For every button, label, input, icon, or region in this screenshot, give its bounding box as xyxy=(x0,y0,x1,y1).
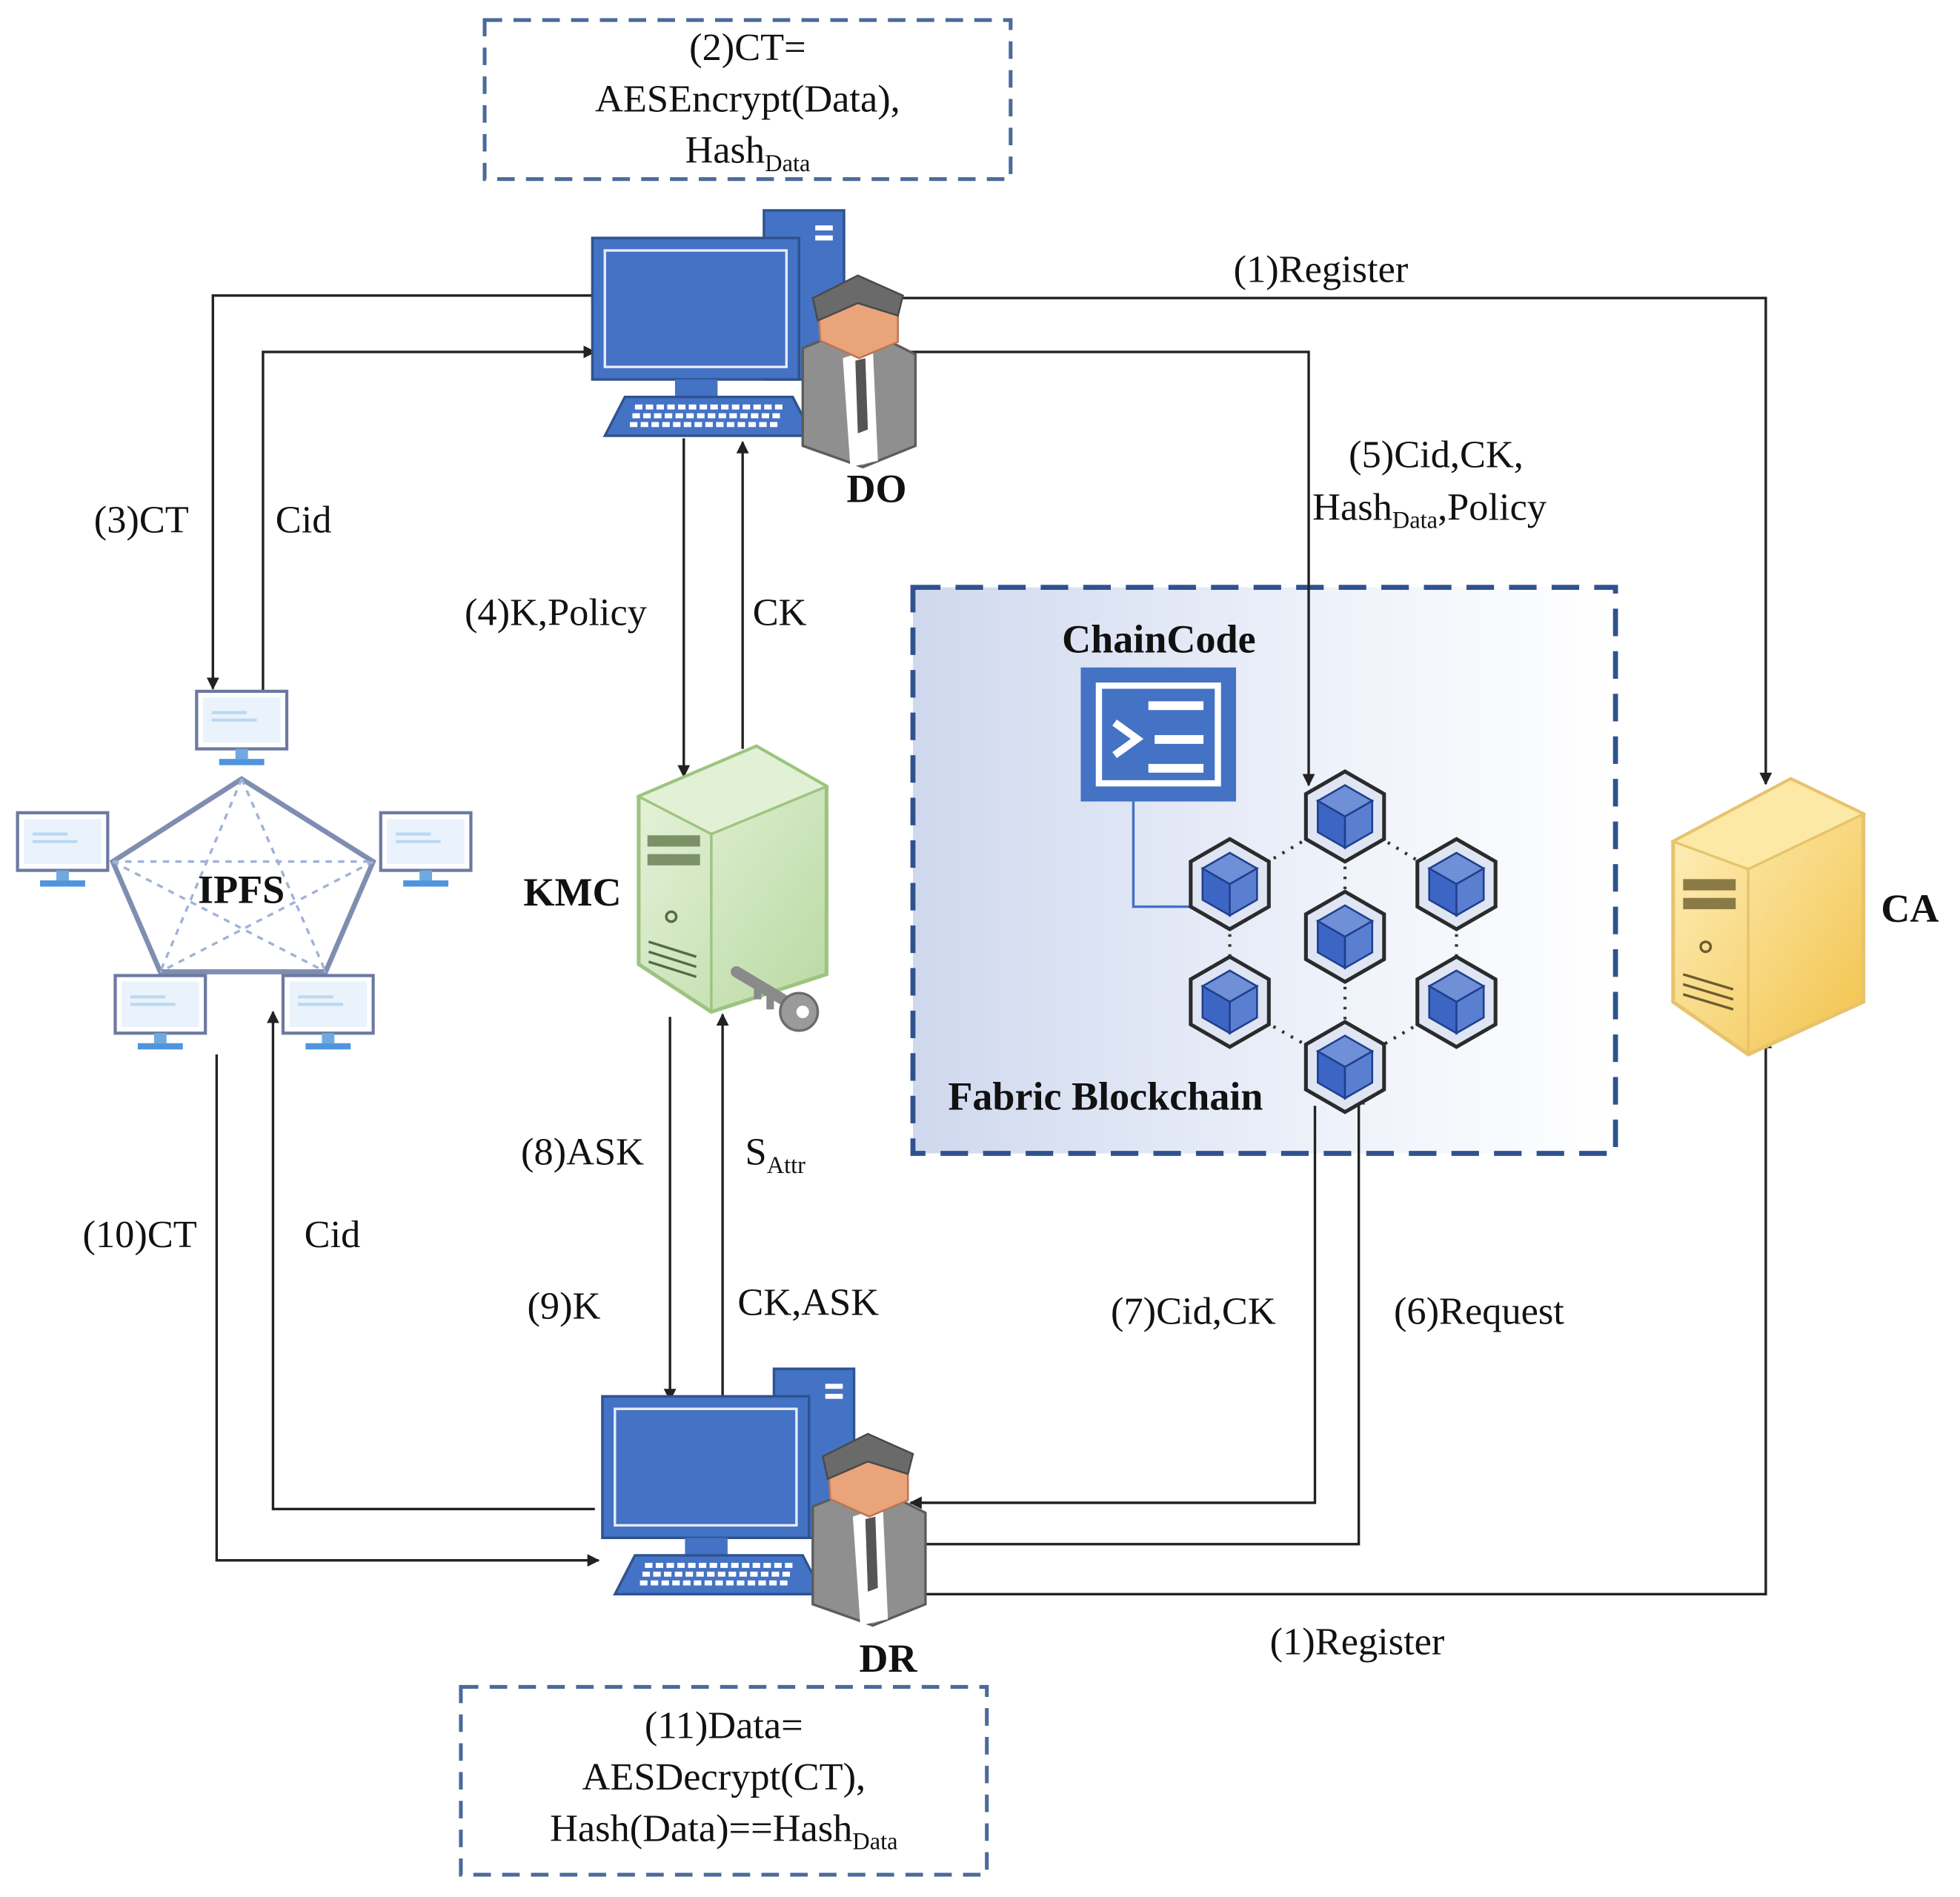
fabric-blockchain-label: Fabric Blockchain xyxy=(948,1073,1263,1119)
desktop-computer-icon xyxy=(591,209,917,469)
encrypt-step-line1: (2)CT= xyxy=(689,24,806,69)
encrypt-step-box xyxy=(482,18,1013,182)
encrypt-step-line2: AESEncrypt(Data), xyxy=(595,76,900,121)
blockchain-nodes xyxy=(1189,769,1498,1114)
step10-label: (10)CT xyxy=(82,1212,197,1257)
step4-label: (4)K,Policy xyxy=(464,589,647,634)
register-bottom-label: (1)Register xyxy=(1269,1619,1445,1664)
register-top-label: (1)Register xyxy=(1233,246,1409,291)
encrypt-step-text: (2)CT= AESEncrypt(Data), HashData xyxy=(485,22,1011,176)
arrow-blockchain-cid-ck-dr xyxy=(908,1106,1317,1509)
cid-top-label: Cid xyxy=(275,496,332,542)
server-tower-icon xyxy=(635,744,830,1014)
step3-ct-label: (3)CT xyxy=(93,496,189,542)
blockchain-cube-icon xyxy=(1415,954,1498,1049)
desktop-computer-icon xyxy=(601,1367,927,1627)
server-tower-icon xyxy=(1670,777,1867,1057)
arrow-do-register-ca xyxy=(892,296,1773,785)
encrypt-step-line3: HashData xyxy=(685,127,811,178)
ipfs-label: IPFS xyxy=(198,866,285,912)
blockchain-cube-icon xyxy=(1189,954,1271,1049)
blockchain-cube-icon xyxy=(1415,837,1498,931)
step5-label-line2: HashData,Policy xyxy=(1312,485,1547,535)
user-person-icon xyxy=(811,1432,927,1627)
cid-bottom-label: Cid xyxy=(304,1212,361,1257)
ipfs-network xyxy=(109,776,376,974)
sattr-label: SAttr xyxy=(745,1129,805,1180)
step7-label: (7)Cid,CK xyxy=(1111,1289,1276,1333)
network-node-icon xyxy=(113,974,207,1050)
blockchain-cube-icon xyxy=(1303,889,1386,984)
network-node-icon xyxy=(281,974,375,1050)
ca-label: CA xyxy=(1881,885,1939,931)
blockchain-cube-icon xyxy=(1189,837,1271,931)
arrow-dr-cid-ipfs xyxy=(266,1010,595,1511)
decrypt-step-box xyxy=(459,1684,989,1877)
key-icon xyxy=(731,966,820,1032)
ipfs-peer-nodes xyxy=(16,689,473,1050)
arrow-dr-request-blockchain xyxy=(924,1092,1366,1546)
step9-label: (9)K xyxy=(527,1283,601,1328)
connectors xyxy=(206,294,1773,1596)
blockchain-cube-icon xyxy=(1303,769,1386,864)
network-node-icon xyxy=(379,811,473,887)
step6-label: (6)Request xyxy=(1393,1289,1564,1333)
blockchain-cube-icon xyxy=(1303,1020,1386,1114)
decrypt-step-line1: (11)Data= xyxy=(644,1703,803,1747)
arrow-ipfs-cid-do xyxy=(262,345,597,695)
terminal-code-icon xyxy=(1080,667,1237,908)
network-node-icon xyxy=(16,811,110,887)
user-person-icon xyxy=(801,274,917,469)
decrypt-step-line2: AESDecrypt(CT), xyxy=(582,1754,866,1798)
kmc-label: KMC xyxy=(523,868,622,914)
decrypt-step-text: (11)Data= AESDecrypt(CT), Hash(Data)==Ha… xyxy=(461,1701,987,1854)
decrypt-step-line3: Hash(Data)==HashData xyxy=(550,1805,898,1856)
network-node-icon xyxy=(195,689,289,765)
arrow-do-ct-ipfs xyxy=(206,294,593,691)
dr-label: DR xyxy=(859,1635,917,1681)
step8-label: (8)ASK xyxy=(521,1129,644,1174)
ck-ask-label: CK,ASK xyxy=(737,1280,880,1324)
arrow-dr-register-ca xyxy=(920,1035,1773,1596)
chaincode-label: ChainCode xyxy=(1062,616,1256,662)
step5-label-line1: (5)Cid,CK, xyxy=(1349,432,1524,476)
do-label: DO xyxy=(846,465,907,511)
arrow-do-cid-ck-blockchain xyxy=(892,351,1315,787)
ck-top-label: CK xyxy=(752,589,807,634)
arrow-ipfs-ct-dr xyxy=(215,1054,600,1567)
